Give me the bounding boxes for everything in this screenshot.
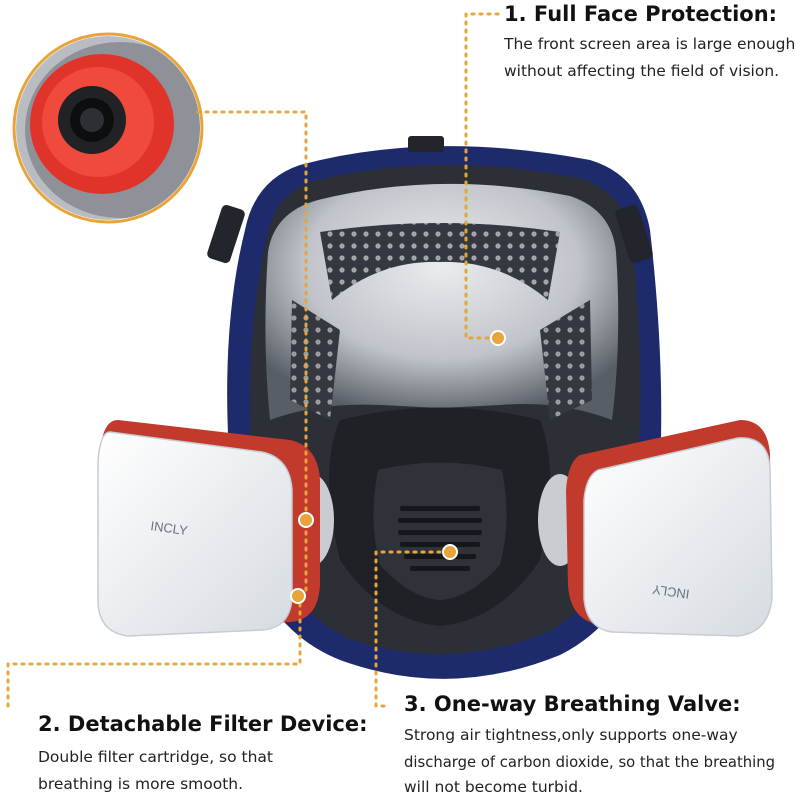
callout-3-title: 3. One-way Breathing Valve:	[404, 692, 741, 716]
breathing-valve	[329, 407, 550, 626]
callout-lines	[6, 12, 500, 714]
callout-2-line-2: breathing is more smooth.	[38, 775, 244, 793]
callout-3-line-1: Strong air tightness,only supports one-w…	[404, 726, 738, 744]
strap-clip-top	[408, 136, 444, 152]
left-filter-cartridge: INCLY	[97, 420, 334, 637]
left-cartridge-brand: INCLY	[150, 518, 189, 538]
callout-2-line-1: Double filter cartridge, so that	[38, 748, 274, 766]
callout-1-line-2: without affecting the field of vision.	[504, 62, 780, 80]
callout-1-line-1: The front screen area is large enough	[504, 35, 796, 53]
callout-1-title: 1. Full Face Protection:	[504, 2, 778, 26]
strap-clip-left	[207, 204, 245, 264]
right-cartridge-brand: INCLY	[651, 582, 690, 602]
visor-lens	[265, 183, 619, 420]
callout-3-line-3: will not become turbid.	[404, 778, 583, 796]
callout-3-line-2: discharge of carbon dioxide, so that the…	[404, 754, 776, 771]
filter-closeup-inset	[12, 32, 204, 224]
strap-clip-right	[615, 204, 653, 264]
callout-2-title: 2. Detachable Filter Device:	[38, 712, 368, 736]
right-filter-cartridge: INCLY	[538, 420, 773, 637]
callout-markers	[290, 330, 506, 604]
